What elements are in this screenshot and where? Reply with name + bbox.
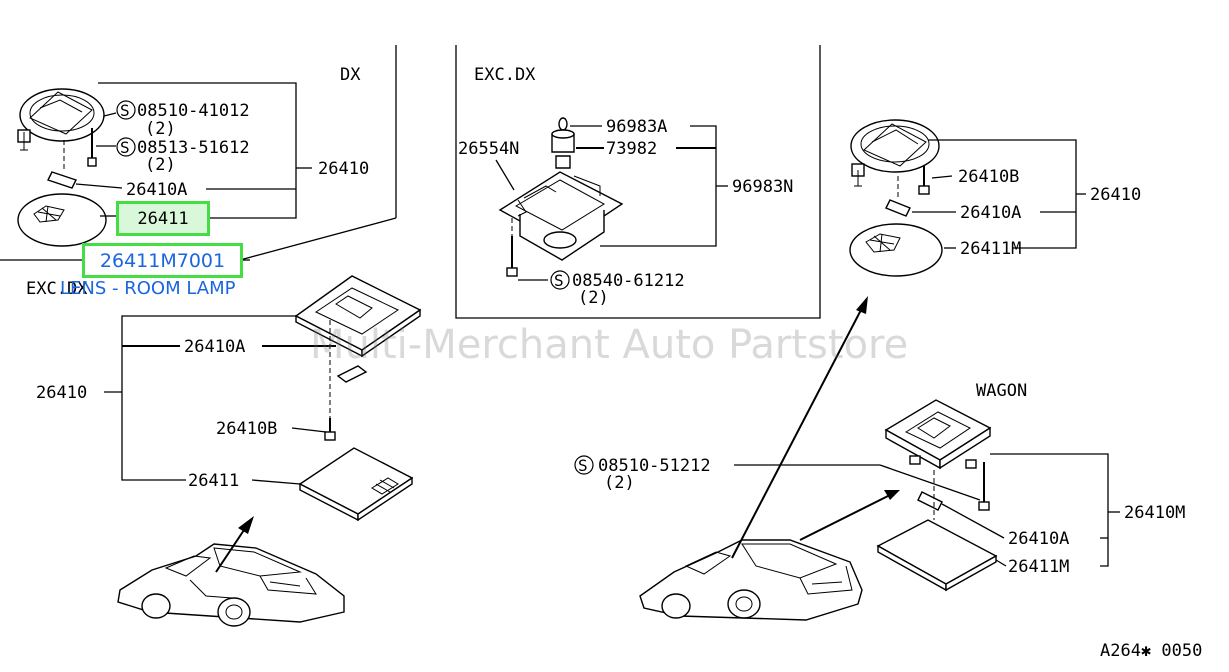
- excdx-switch-knob: [551, 117, 575, 169]
- tr-26410b-label: 26410B: [958, 167, 1019, 187]
- wagon-car-illustration: [639, 539, 863, 621]
- excdx-center-screw: [506, 218, 518, 277]
- dx-bolt-callout-2: S 08513-51612 (2): [96, 137, 250, 175]
- svg-text:(2): (2): [145, 119, 176, 139]
- section-excdx-left-label: EXC.DX: [26, 279, 88, 299]
- svg-text:(2): (2): [578, 288, 609, 308]
- excdx-left-screw-label: 26410B: [216, 419, 277, 439]
- excdx-96983a-label: 96983A: [606, 117, 667, 137]
- tr-bulb: [885, 176, 911, 217]
- wagon-26410a-label: 26410A: [1008, 529, 1069, 549]
- section-wagon-label: WAGON: [976, 381, 1027, 401]
- wagon-screw: [978, 462, 990, 511]
- pointer-arrows: [215, 296, 900, 573]
- part-description-tooltip: LENS - ROOM LAMP: [60, 278, 236, 299]
- svg-text:08510-41012: 08510-41012: [137, 101, 250, 121]
- tr-26410a-label: 26410A: [960, 203, 1021, 223]
- dx-bulb: [47, 140, 77, 189]
- excdx-left-bulb: [336, 365, 368, 383]
- svg-text:(2): (2): [604, 473, 635, 493]
- section-dx-label: DX: [340, 65, 361, 85]
- excdx-left-housing: [294, 275, 422, 440]
- tr-leaders: [912, 139, 1086, 249]
- svg-text:S: S: [120, 138, 130, 157]
- excdx-left-assembly-label: 26410: [36, 383, 87, 403]
- svg-text:08510-51212: 08510-51212: [598, 456, 711, 476]
- dx-lens: [17, 193, 107, 247]
- dx-lamp-housing: [17, 88, 105, 151]
- wagon-26410m-label: 26410M: [1124, 503, 1185, 523]
- excdx-26554n-label: 26554N: [458, 139, 519, 159]
- wagon-lens: [876, 519, 998, 592]
- dx-leaders: [75, 82, 312, 219]
- tr-26410-label: 26410: [1090, 185, 1141, 205]
- excdx-left-lens: [298, 447, 414, 522]
- excdx-96983n-label: 96983N: [732, 177, 793, 197]
- tr-screw: [918, 166, 930, 195]
- excdx-73982-label: 73982: [606, 139, 657, 159]
- part-26411-label: 26411: [137, 208, 189, 229]
- dx-assembly-label: 26410: [318, 159, 369, 179]
- wagon-26411m-label: 26411M: [1008, 557, 1069, 577]
- frame-lines: [0, 45, 821, 319]
- excdx-left-lens-label: 26411: [188, 471, 239, 491]
- section-excdx-top-label: EXC.DX: [474, 65, 536, 85]
- svg-text:S: S: [554, 271, 564, 290]
- wagon-bulb: [917, 470, 943, 520]
- diagram-code-label: A264✱ 0050: [1100, 641, 1202, 661]
- part-26411-hotspot[interactable]: 26411: [116, 201, 210, 236]
- excdx-left-leaders: [104, 315, 336, 485]
- svg-text:08513-51612: 08513-51612: [137, 138, 250, 158]
- wagon-housing: [884, 399, 992, 470]
- tr-lens: [849, 223, 943, 277]
- svg-text:S: S: [120, 101, 130, 120]
- dx-screw: [87, 128, 97, 167]
- wagon-leaders: [734, 453, 1120, 567]
- part-number-link[interactable]: 26411M7001: [82, 243, 243, 278]
- excdx-center-leaders: [495, 125, 728, 281]
- svg-text:08540-61212: 08540-61212: [572, 271, 685, 291]
- tr-26411m-label: 26411M: [960, 239, 1021, 259]
- excdx-left-bulb-label: 26410A: [184, 337, 245, 357]
- svg-text:S: S: [578, 456, 588, 475]
- part-number-text: 26411M7001: [99, 249, 226, 272]
- tr-lamp-housing: [850, 119, 940, 187]
- wagon-bolt-callout: S 08510-51212 (2): [574, 455, 711, 493]
- sedan-car-illustration: [117, 543, 345, 627]
- excdx-center-housing: [498, 171, 624, 261]
- dx-bolt-callout-1: S 08510-41012 (2): [103, 100, 250, 139]
- excdx-left-screw: [324, 418, 336, 441]
- svg-text:(2): (2): [145, 155, 176, 175]
- excdx-bolt-callout: S 08540-61212 (2): [550, 270, 685, 308]
- dx-bulb-label: 26410A: [126, 180, 187, 200]
